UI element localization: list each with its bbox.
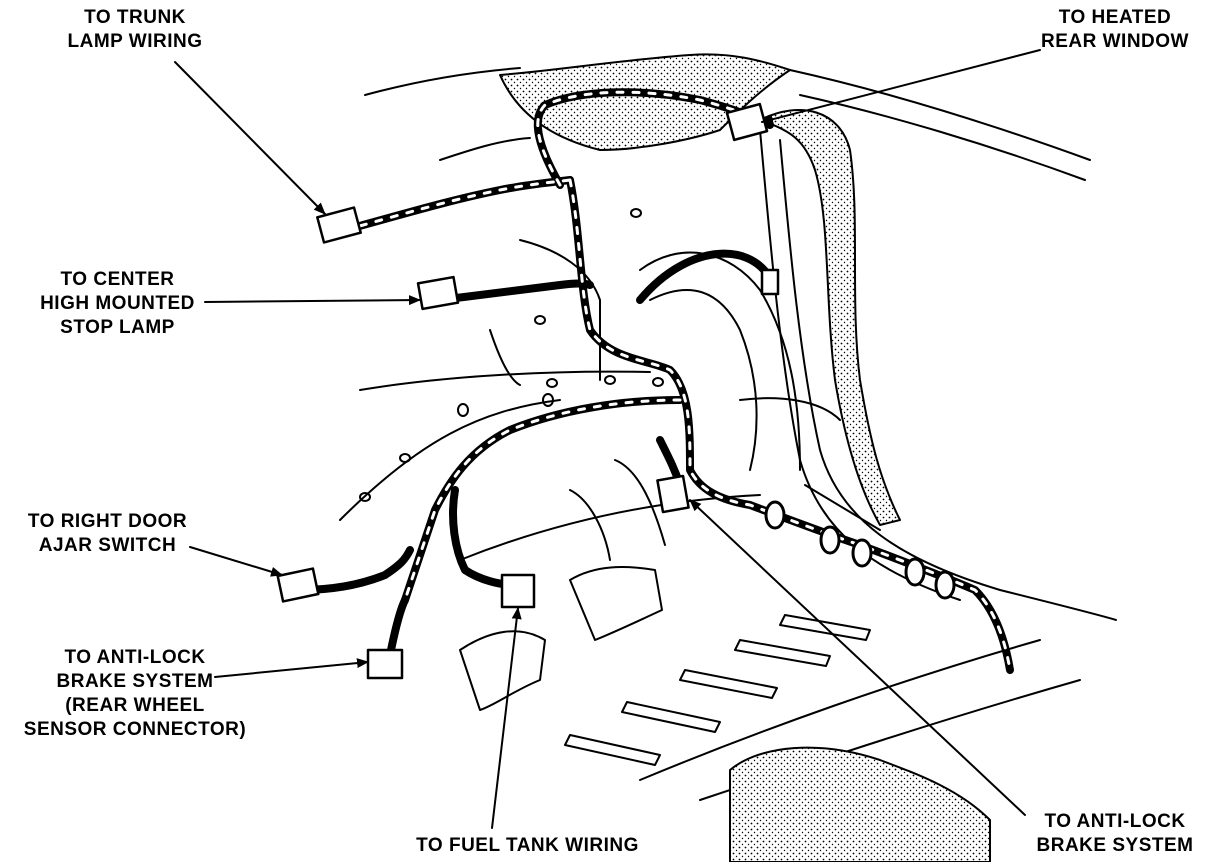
grommet: [904, 557, 926, 587]
chmsl-connector: [416, 275, 460, 311]
grommet: [851, 538, 873, 568]
fastener: [399, 453, 411, 463]
callout-right-door: TO RIGHT DOOR AJAR SWITCH: [27, 511, 188, 556]
callout-abs-rear-wheel: TO ANTI-LOCK BRAKE SYSTEM (REAR WHEEL SE…: [23, 647, 247, 740]
wheel-well-inner: [649, 289, 758, 471]
fastener: [542, 393, 554, 407]
rear-window-edge: [789, 69, 1091, 161]
harness-abs-branch: [386, 596, 409, 659]
floor-line: [639, 639, 1041, 781]
quarter-panel-stipple: [759, 109, 901, 526]
quarter-edge: [779, 139, 1117, 621]
floor-line: [459, 494, 761, 561]
floor-rib: [779, 614, 871, 641]
floor-bracket: [459, 630, 546, 711]
abs-rear-wheel-connector: [366, 648, 404, 680]
floor-bracket: [569, 566, 663, 641]
spare-tire-well: [729, 746, 991, 862]
floor-bracket: [804, 484, 881, 531]
harness-loop-ww: [636, 249, 779, 304]
leader-trunk-lamp: [174, 61, 326, 215]
grommet: [934, 570, 956, 600]
floor-bracket: [569, 489, 611, 561]
harness-chmsl-branch: [436, 279, 594, 304]
callout-trunk-lamp: TO TRUNK LAMP WIRING: [67, 7, 203, 52]
callout-chmsl: TO CENTER HIGH MOUNTED STOP LAMP: [40, 269, 195, 338]
fastener: [604, 375, 616, 385]
rear-shelf-stipple: [499, 53, 791, 151]
abs-right-connector: [656, 474, 690, 514]
body-line: [439, 137, 531, 161]
floor-rib: [679, 669, 778, 699]
wheel-well: [639, 251, 801, 471]
floor-line: [339, 399, 561, 521]
harness-trunk-branch: [341, 176, 574, 234]
fastener: [546, 378, 558, 388]
grommet: [764, 500, 786, 530]
leader-fuel-tank: [491, 607, 522, 829]
floor-line: [519, 239, 601, 381]
trunk-lamp-connector: [316, 206, 362, 244]
callout-fuel-tank: TO FUEL TANK WIRING: [416, 835, 639, 856]
body-line: [739, 397, 841, 421]
clip: [760, 268, 780, 296]
fastener: [652, 377, 664, 387]
quarter-edge: [759, 129, 961, 601]
body-line: [364, 67, 521, 96]
callout-heated-window: TO HEATED REAR WINDOW: [1041, 7, 1189, 52]
fastener: [359, 492, 371, 502]
harness-door-branch: [296, 546, 414, 594]
fastener: [630, 208, 642, 218]
leader-abs-rear-wheel: [214, 658, 369, 678]
leader-heated-window: [761, 49, 1041, 125]
fastener: [534, 315, 546, 325]
door-ajar-connector: [276, 567, 320, 603]
floor-line: [489, 329, 521, 386]
floor-line: [359, 370, 651, 391]
fastener: [457, 403, 469, 417]
callout-abs-right: TO ANTI-LOCK BRAKE SYSTEM: [1036, 811, 1194, 856]
floor-rib: [734, 639, 831, 667]
leader-right-door: [189, 546, 283, 577]
leader-abs-right: [689, 499, 1026, 816]
leader-chmsl: [204, 295, 421, 306]
floor-rib: [564, 734, 661, 766]
grommet: [819, 525, 841, 555]
floor-bracket: [614, 459, 666, 546]
harness-fuel-branch: [449, 486, 519, 589]
floor-rib: [621, 701, 721, 733]
harness-lower: [401, 396, 684, 604]
fuel-tank-connector: [500, 573, 536, 609]
